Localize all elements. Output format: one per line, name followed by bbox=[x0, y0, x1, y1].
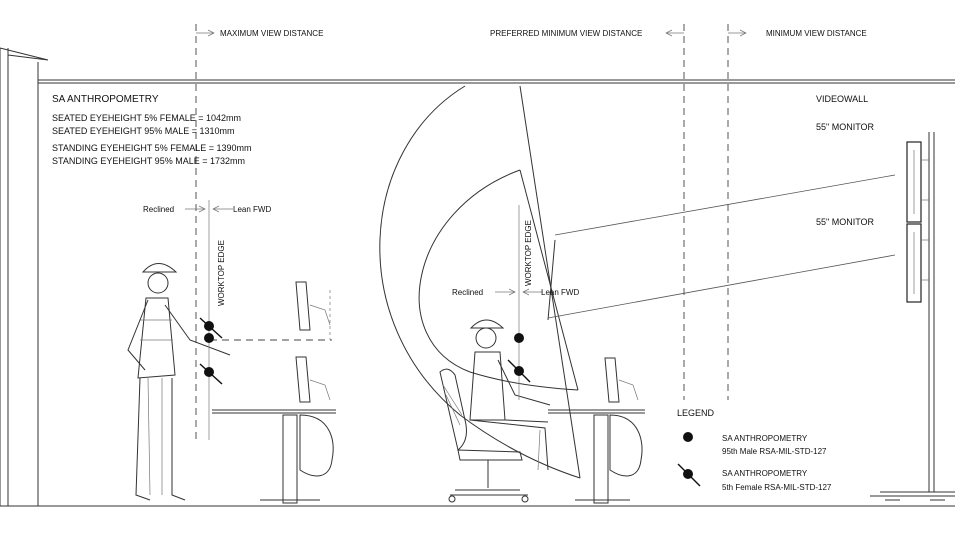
anthropometry-title: SA ANTHROPOMETRY bbox=[52, 94, 159, 105]
anthro-line-1: SEATED EYEHEIGHT 5% FEMALE = 1042mm bbox=[52, 113, 241, 123]
standing-workstation bbox=[210, 281, 336, 504]
seated-worktop-edge-label: WORKTOP EDGE bbox=[524, 220, 533, 286]
view-distance-lines bbox=[195, 24, 747, 440]
videowall-structure bbox=[870, 132, 955, 501]
legend-item2-line1: SA ANTHROPOMETRY bbox=[722, 469, 808, 478]
min-view-distance-label: MINIMUM VIEW DISTANCE bbox=[766, 29, 867, 38]
anthro-line-3: STANDING EYEHEIGHT 5% FEMALE = 1390mm bbox=[52, 143, 251, 153]
legend-title: LEGEND bbox=[677, 408, 715, 418]
videowall-title: VIDEOWALL bbox=[816, 94, 868, 104]
legend-item1-line1: SA ANTHROPOMETRY bbox=[722, 434, 808, 443]
pref-min-view-distance-label: PREFERRED MINIMUM VIEW DISTANCE bbox=[490, 29, 642, 38]
seated-workstation bbox=[548, 357, 645, 504]
standing-lean-indicator bbox=[185, 200, 233, 440]
legend-item1-line2: 95th Male RSA-MIL-STD-127 bbox=[722, 447, 827, 456]
anthro-line-4: STANDING EYEHEIGHT 95% MALE = 1732mm bbox=[52, 156, 245, 166]
standing-eye-markers bbox=[199, 317, 223, 385]
standing-operator-figure bbox=[127, 263, 231, 501]
anthro-line-2: SEATED EYEHEIGHT 95% MALE = 1310mm bbox=[52, 126, 234, 136]
viewing-arc-sectors bbox=[379, 85, 896, 479]
legend: LEGEND SA ANTHROPOMETRY 95th Male RSA-MI… bbox=[677, 408, 832, 492]
legend-dot-icon bbox=[683, 432, 693, 442]
seated-operator-figure bbox=[469, 319, 551, 471]
max-view-distance-label: MAXIMUM VIEW DISTANCE bbox=[220, 29, 323, 38]
monitor-bottom-label: 55" MONITOR bbox=[816, 217, 875, 227]
monitor-top-label: 55" MONITOR bbox=[816, 122, 875, 132]
seated-chair bbox=[439, 368, 529, 503]
seated-reclined-label: Reclined bbox=[452, 288, 483, 297]
legend-item2-line2: 5th Female RSA-MIL-STD-127 bbox=[722, 483, 832, 492]
standing-reclined-label: Reclined bbox=[143, 205, 174, 214]
building-outline bbox=[0, 47, 955, 507]
seated-eye-markers bbox=[507, 333, 531, 383]
seated-lean-label: Lean FWD bbox=[541, 288, 579, 297]
standing-worktop-edge-label: WORKTOP EDGE bbox=[217, 240, 226, 306]
standing-lean-label: Lean FWD bbox=[233, 205, 271, 214]
